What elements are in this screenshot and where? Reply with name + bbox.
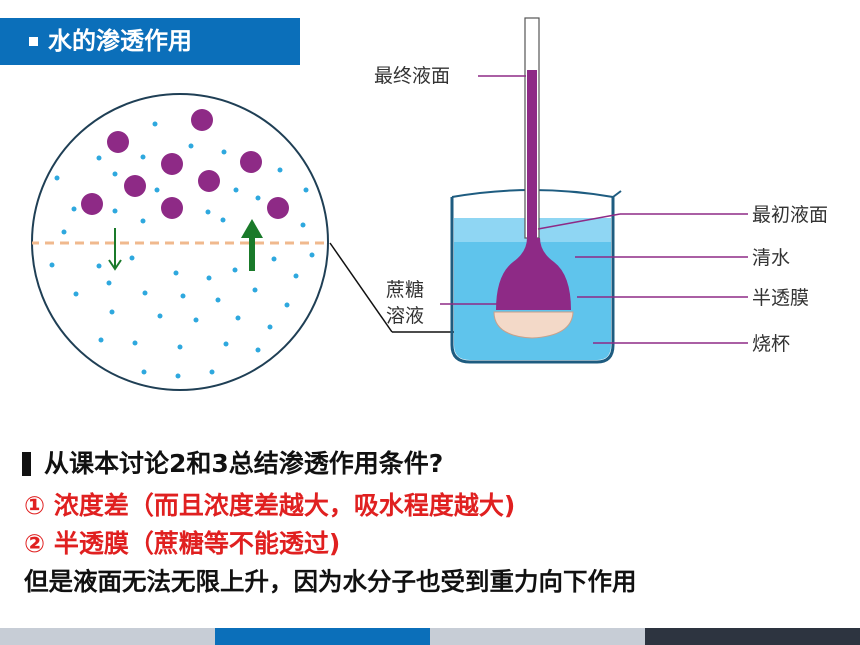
footer-segment-4: [645, 628, 860, 645]
condition-membrane: ② 半透膜（蔗糖等不能透过): [24, 529, 341, 558]
down-arrow-icon: [108, 228, 122, 271]
label-leaders: [440, 75, 748, 344]
section-header-bar: [0, 18, 300, 65]
label-final-level: 最终液面: [374, 65, 450, 87]
question-marker: [22, 452, 31, 476]
conclusion-text: 但是液面无法无限上升，因为水分子也受到重力向下作用: [24, 567, 637, 596]
water-molecules: [49, 121, 315, 379]
osmosis-diagram: 最终液面 最初液面 清水 半透膜 烧杯 蔗糖 溶液: [31, 17, 828, 391]
header-bullet-icon: [29, 37, 38, 46]
zoom-connector: [329, 242, 393, 333]
section-title: 水的渗透作用: [48, 27, 192, 55]
label-beaker: 烧杯: [752, 333, 790, 355]
footer-segment-3: [430, 628, 645, 645]
beaker: [450, 17, 622, 364]
label-sucrose-line2: 溶液: [386, 305, 424, 327]
magnified-view: [31, 93, 329, 391]
sugar-molecules: [81, 109, 289, 219]
up-arrow-icon: [241, 219, 263, 271]
footer-segment-2: [215, 628, 430, 645]
label-initial-level: 最初液面: [752, 204, 828, 226]
label-membrane: 半透膜: [752, 287, 809, 309]
footer-segment-1: [0, 628, 215, 645]
label-clear-water: 清水: [752, 247, 790, 269]
label-sucrose-line1: 蔗糖: [386, 279, 424, 301]
discussion-question: 从课本讨论2和3总结渗透作用条件?: [44, 449, 444, 478]
condition-concentration: ① 浓度差（而且浓度差越大，吸水程度越大): [24, 491, 516, 520]
